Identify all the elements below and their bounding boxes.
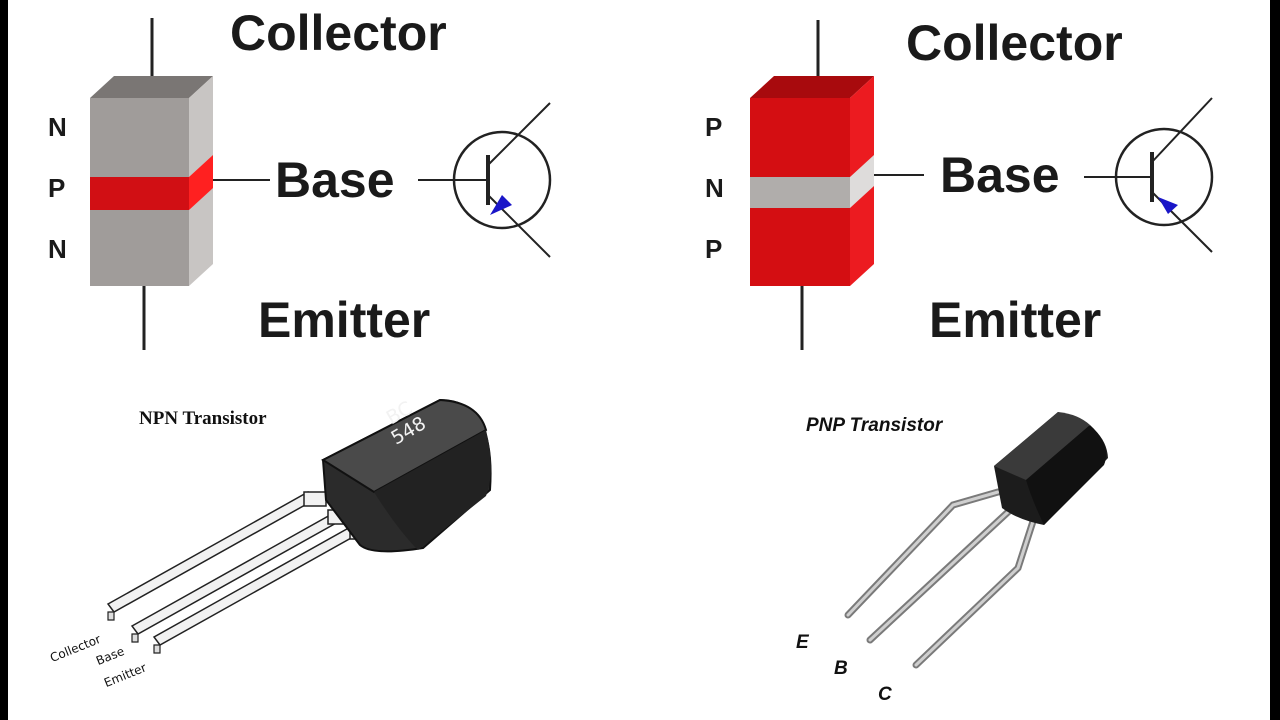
npn-base-label: Base: [275, 152, 395, 208]
npn-package-leads: [106, 491, 373, 654]
pnp-pin-c: C: [878, 684, 892, 705]
pnp-top-face: [750, 76, 874, 98]
pnp-base-label: Base: [940, 147, 1060, 203]
npn-symbol: [418, 102, 552, 258]
pnp-pin-e: E: [796, 632, 809, 653]
pnp-collector-label: Collector: [906, 15, 1123, 71]
npn-package-body: [320, 398, 492, 553]
npn-collector-label: Collector: [230, 5, 447, 61]
pnp-package-leads: [844, 488, 1040, 669]
npn-package-drawing: [106, 398, 492, 654]
npn-package-title: NPN Transistor: [139, 408, 267, 429]
npn-layer-middle: P: [48, 173, 66, 203]
pnp-package-body: [994, 412, 1108, 525]
pnp-package-title: PNP Transistor: [806, 415, 943, 436]
npn-base-band: [90, 177, 189, 210]
pnp-base-band-side: [850, 155, 874, 208]
npn-layer-top: N: [48, 112, 67, 142]
pnp-layer-bottom: P: [705, 234, 723, 264]
npn-top-face: [90, 76, 213, 98]
npn-emitter-label: Emitter: [258, 292, 431, 348]
transistor-diagram: Collector Base Emitter N P N Collector B…: [8, 0, 1270, 720]
pnp-layer-middle: N: [705, 173, 724, 203]
npn-base-band-side: [189, 155, 213, 210]
pnp-layer-top: P: [705, 112, 723, 142]
pnp-block-drawing: [750, 20, 1214, 350]
pnp-symbol: [1084, 97, 1214, 253]
pnp-base-band: [750, 177, 850, 208]
npn-block-drawing: [90, 18, 552, 350]
npn-layer-bottom: N: [48, 234, 67, 264]
pnp-emitter-label: Emitter: [929, 292, 1102, 348]
pnp-pin-b: B: [834, 658, 848, 679]
pnp-package-drawing: [844, 412, 1108, 669]
